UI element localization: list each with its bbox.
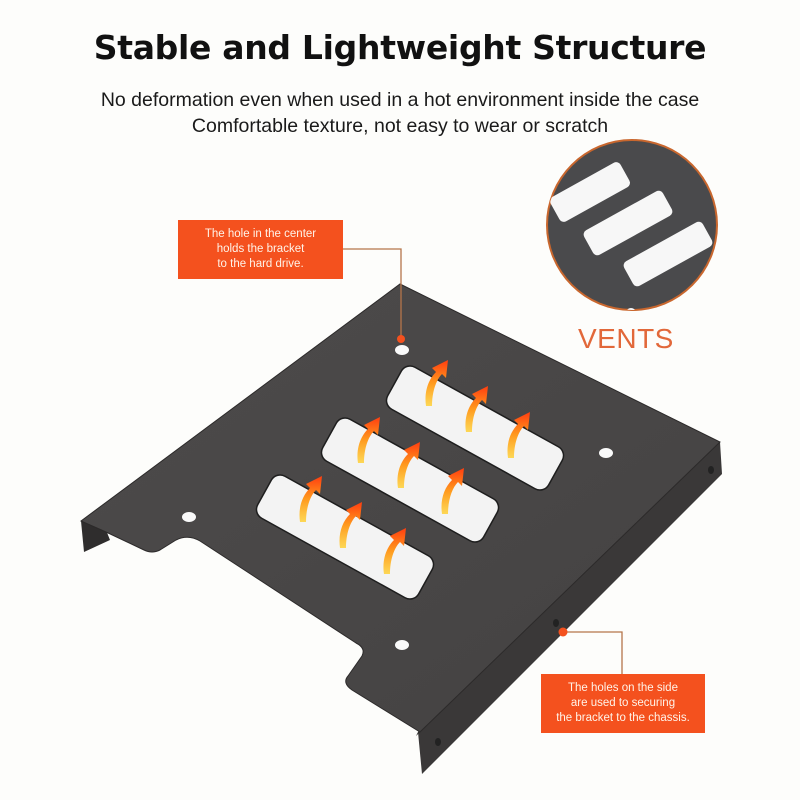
center-hole-callout-line-3: to the hard drive. <box>217 258 304 270</box>
bracket-right-flange <box>416 442 722 774</box>
side-holes-callout-line-2: are used to securing <box>570 697 676 709</box>
center-hole-callout-line-1: The hole in the center <box>204 228 317 240</box>
page-title: Stable and Lightweight Structure <box>93 28 707 67</box>
subtitle-line-2: Comfortable texture, not easy to wear or… <box>191 115 609 137</box>
subtitle-line-1: No deformation even when used in a hot e… <box>100 89 700 111</box>
side-holes-callout-line-1: The holes on the side <box>568 682 678 694</box>
side-holes-callout-line-3: the bracket to the chassis. <box>556 712 690 724</box>
center-hole-leader <box>343 248 405 343</box>
bracket-left-flange <box>81 521 110 552</box>
side-holes-callout: The holes on the side are used to securi… <box>541 674 705 733</box>
center-hole-callout-line-2: holds the bracket <box>216 243 305 255</box>
vents-label: VENTS <box>578 323 674 354</box>
center-hole-callout: The hole in the center holds the bracket… <box>178 220 343 279</box>
mounting-holes <box>182 345 613 650</box>
side-hole-leader <box>558 627 623 674</box>
bracket-plate <box>80 283 721 733</box>
vents-inset-magnifier <box>546 139 718 311</box>
